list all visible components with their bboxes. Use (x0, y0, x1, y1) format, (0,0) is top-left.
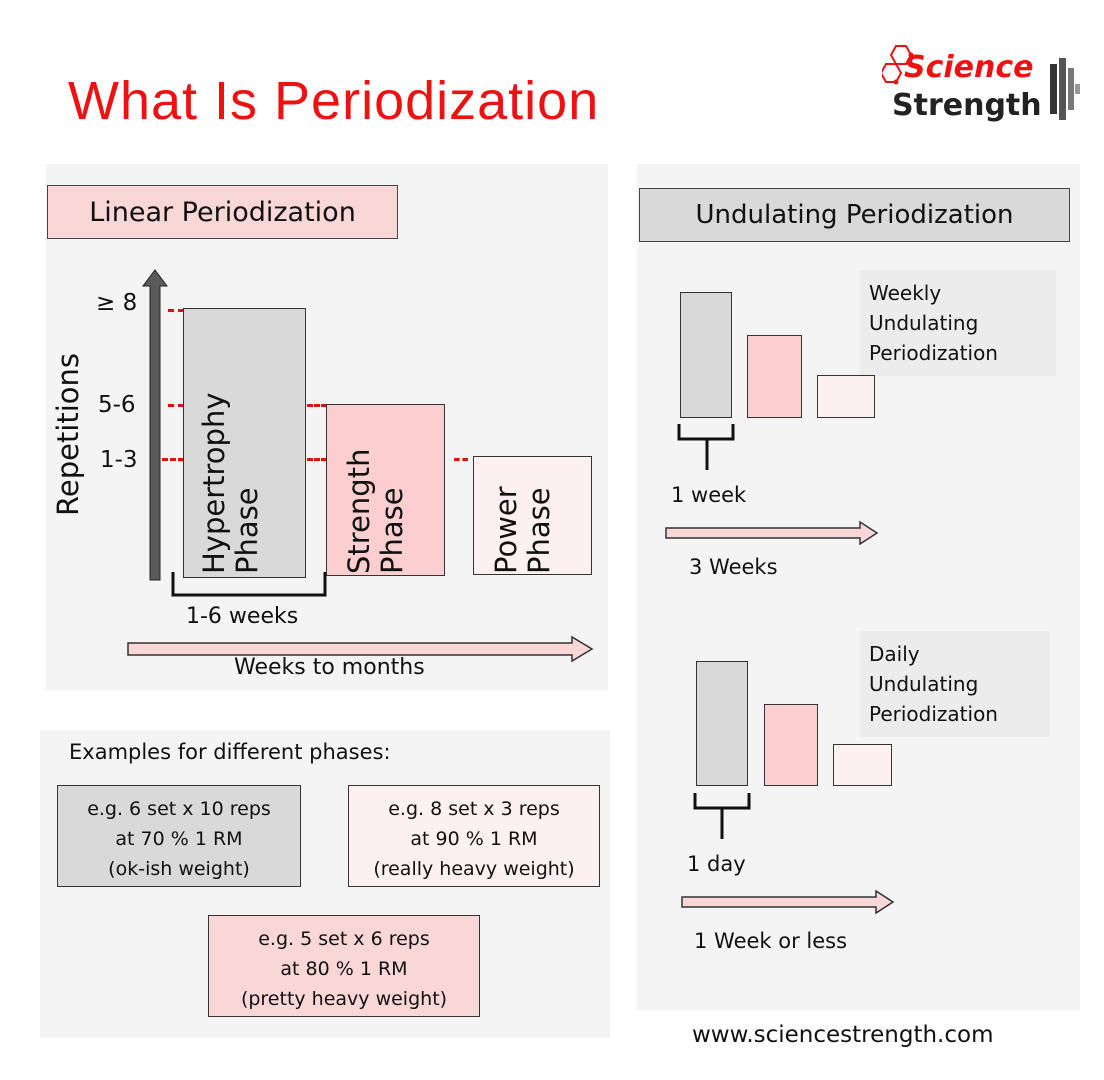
weekly-bar-1 (680, 292, 732, 418)
daily-bar-1 (696, 661, 748, 786)
bracket-label: 1-6 weeks (186, 604, 299, 629)
barbell-icon (1050, 58, 1080, 120)
weekly-bracket-label: 1 week (671, 483, 747, 507)
page-title: What Is Periodization (68, 71, 600, 131)
rep-tick-5-6: 5-6 (98, 392, 136, 418)
logo-strength: Strength (892, 88, 1042, 123)
molecule-icon (882, 45, 914, 85)
level-line-5-6 (168, 404, 184, 407)
logo: Science Strength (882, 40, 1082, 130)
daily-bracket-label: 1 day (687, 852, 746, 876)
repetitions-axis-label: Repetitions (51, 352, 85, 516)
hypertrophy-bracket (171, 572, 327, 597)
examples-heading: Examples for different phases: (69, 740, 391, 764)
linear-timeline-arrow (127, 635, 594, 663)
rep-tick-1-3: 1-3 (100, 447, 138, 473)
daily-timeline-arrow (681, 889, 895, 915)
level-line-1-3-right (454, 458, 468, 461)
daily-bar-2 (764, 704, 818, 786)
weekly-timeline-label: 3 Weeks (689, 555, 778, 579)
rep-tick-8: ≥ 8 (96, 290, 138, 316)
weekly-bracket (677, 424, 735, 470)
daily-bar-3 (833, 744, 892, 786)
level-line-5-6-right (307, 404, 327, 407)
daily-timeline-label: 1 Week or less (694, 929, 848, 953)
strength-phase-bar (326, 404, 445, 576)
undulating-heading: Undulating Periodization (639, 188, 1070, 242)
weekly-bar-3 (817, 375, 875, 418)
daily-bracket (693, 793, 751, 839)
repetitions-axis-arrow (142, 269, 168, 581)
level-line-8 (168, 309, 184, 312)
linear-timeline-label: Weeks to months (234, 655, 425, 680)
weekly-bar-2 (747, 335, 802, 418)
weekly-timeline-arrow (665, 520, 879, 546)
footer-url[interactable]: www.sciencestrength.com (692, 1022, 994, 1048)
level-line-1-3 (162, 458, 184, 461)
level-line-1-3-mid (307, 458, 327, 461)
logo-science: Science (904, 50, 1034, 85)
power-phase-bar (473, 456, 592, 575)
hypertrophy-phase-bar (183, 308, 306, 578)
linear-heading: Linear Periodization (47, 185, 398, 239)
